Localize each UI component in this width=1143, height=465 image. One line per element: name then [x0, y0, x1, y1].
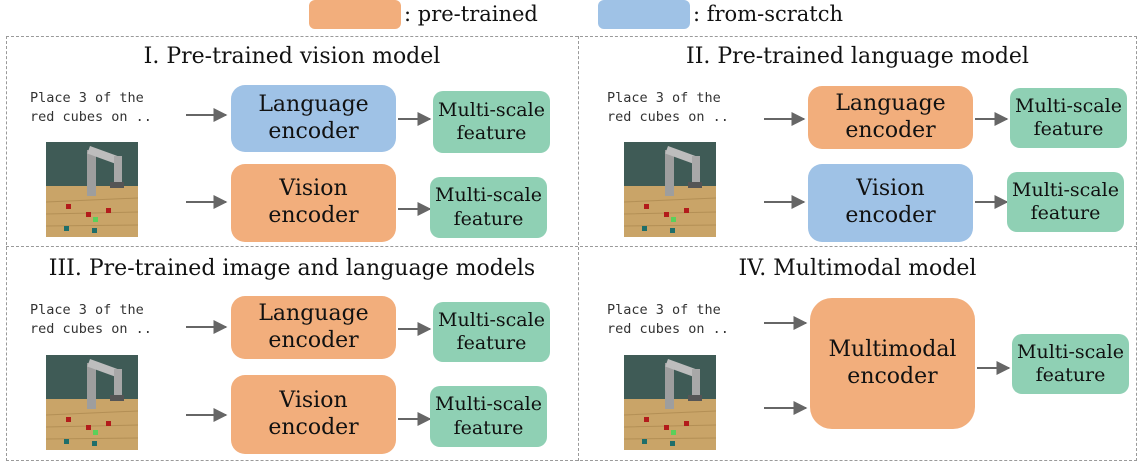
panel-1-vision-arrow	[186, 195, 228, 209]
panel-2-instruction: Place 3 of the red cubes on ..	[607, 90, 729, 125]
panel-2-vision-arrow	[764, 195, 806, 209]
panel-4-multimodal-encoder: Multimodal encoder	[810, 298, 975, 429]
legend-scratch-swatch	[598, 0, 690, 29]
panel-3-title: III. Pre-trained image and language mode…	[48, 256, 536, 281]
panel-3-instruction: Place 3 of the red cubes on ..	[30, 302, 152, 337]
panel-4-feature: Multi-scale feature	[1012, 334, 1129, 394]
panel-1-instruction: Place 3 of the red cubes on ..	[30, 90, 152, 125]
panel-2-vision-feature: Multi-scale feature	[1007, 172, 1124, 232]
panel-1-vision-encoder: Vision encoder	[231, 164, 396, 242]
panel-1-vision-feature-arrow	[398, 202, 432, 216]
vertical-divider	[578, 36, 579, 461]
panel-3-language-feature-arrow	[398, 322, 432, 336]
panel-2-vision-encoder: Vision encoder	[808, 164, 973, 242]
panel-3-language-arrow	[186, 320, 228, 334]
panel-2-language-arrow	[764, 112, 806, 126]
panel-3-vision-encoder: Vision encoder	[231, 375, 396, 454]
panel-2-vision-feature-arrow	[975, 195, 1009, 209]
panel-3-robot-image	[46, 355, 138, 450]
legend-scratch-label: : from-scratch	[693, 2, 844, 26]
panel-1-vision-feature: Multi-scale feature	[430, 177, 547, 238]
panel-2-title: II. Pre-trained language model	[686, 44, 1029, 69]
panel-1-robot-image	[46, 142, 138, 237]
panel-3-language-feature: Multi-scale feature	[433, 302, 550, 362]
legend-pretrained-label: : pre-trained	[404, 2, 538, 26]
panel-1-language-arrow	[186, 108, 228, 122]
panel-3-vision-feature: Multi-scale feature	[430, 386, 547, 447]
panel-4-title: IV. Multimodal model	[738, 256, 977, 281]
panel-2-language-encoder: Language encoder	[808, 86, 973, 149]
panel-1-language-encoder: Language encoder	[231, 85, 396, 152]
panel-2-language-feature-arrow	[975, 112, 1009, 126]
legend-pretrained-swatch	[309, 0, 401, 29]
panel-4-instruction: Place 3 of the red cubes on ..	[607, 302, 729, 337]
panel-4-robot-image	[624, 355, 716, 450]
panel-1-title: I. Pre-trained vision model	[143, 44, 441, 69]
horizontal-divider	[6, 246, 1137, 247]
panel-4-vision-arrow	[764, 401, 808, 415]
diagram-frame	[6, 36, 1137, 461]
panel-3-vision-feature-arrow	[398, 412, 432, 426]
panel-3-language-encoder: Language encoder	[231, 296, 396, 359]
panel-3-vision-arrow	[186, 408, 228, 422]
panel-1-language-feature-arrow	[398, 112, 432, 126]
panel-2-robot-image	[624, 142, 716, 237]
panel-1-language-feature: Multi-scale feature	[433, 91, 550, 153]
panel-2-language-feature: Multi-scale feature	[1010, 88, 1127, 148]
panel-4-language-arrow	[764, 316, 808, 330]
panel-4-feature-arrow	[977, 361, 1011, 375]
